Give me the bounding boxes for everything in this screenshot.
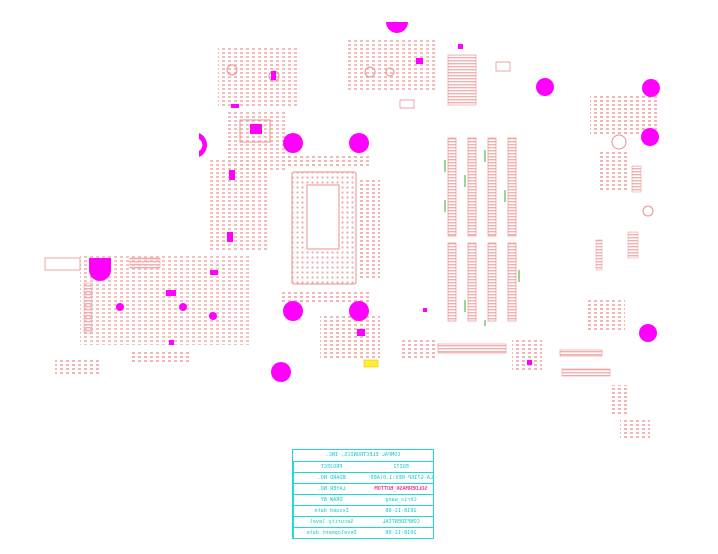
left-component-cluster (44, 48, 298, 376)
development-date-label: Development date (293, 528, 369, 538)
title-block-row: Security level CONFIDENTIAL (293, 516, 433, 527)
issued-date-value: 2018-11-08 (385, 508, 417, 514)
security-level-value: CONFIDENTIAL (382, 519, 420, 525)
title-block-row: Development date 2018-11-08 (293, 527, 433, 538)
layer-no-value: SOLDERMASK_BOTTOM (374, 486, 428, 492)
title-block-row: COMPAL ELECTRONICS, INC. (293, 450, 433, 461)
company-name: COMPAL ELECTRONICS, INC. (325, 452, 401, 458)
title-block-row: BOARD NO. LA-G716P REV:1.0(A00) (293, 472, 433, 483)
title-block-row: LAYER NO. SOLDERMASK_BOTTOM (293, 483, 433, 494)
half-hole-top (386, 22, 408, 33)
draw-by-value: Chris_wang (385, 497, 417, 503)
mounting-holes (89, 22, 660, 382)
title-block-row: Issued date 2018-11-08 (293, 505, 433, 516)
title-block-row: DRAW BY Chris_wang (293, 494, 433, 505)
title-block: COMPAL ELECTRONICS, INC. PROJECT EDI72 B… (292, 449, 434, 539)
mounting-hole (349, 301, 369, 321)
layer-no-label: LAYER NO. (293, 484, 369, 494)
half-hole-connector (89, 258, 111, 281)
mounting-hole (271, 362, 291, 382)
development-date-value: 2018-11-08 (385, 530, 417, 536)
mounting-hole (642, 79, 660, 97)
magenta-pads (116, 44, 532, 365)
top-component-cluster (345, 40, 511, 109)
draw-by-label: DRAW BY (293, 495, 369, 505)
bottom-connectors (320, 315, 611, 377)
right-component-cluster (585, 95, 660, 440)
mounting-hole (283, 301, 303, 321)
issued-date-label: Issued date (293, 506, 369, 516)
memory-slot-group (444, 137, 520, 326)
project-label: PROJECT (293, 462, 369, 472)
project-value: EDI72 (393, 464, 409, 470)
cpu-bga-package (280, 155, 380, 304)
mounting-hole (283, 133, 303, 153)
mounting-hole (639, 324, 657, 342)
title-block-row: PROJECT EDI72 (293, 461, 433, 472)
board-no-value: LA-G716P REV:1.0(A00) (369, 475, 433, 481)
half-hole-left (199, 133, 208, 157)
security-level-label: Security level (293, 517, 369, 527)
mounting-hole (349, 133, 369, 153)
board-no-label: BOARD NO. (293, 473, 369, 483)
mounting-hole (641, 128, 659, 146)
mounting-hole (536, 78, 554, 96)
